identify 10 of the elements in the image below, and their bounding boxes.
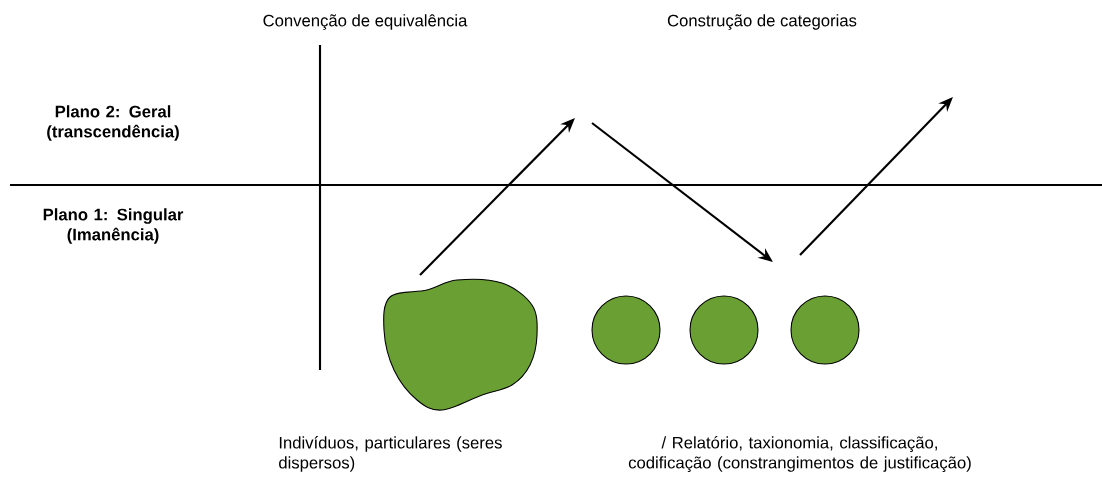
plane-label: Plano 1: Singular (Imanência) xyxy=(43,208,184,244)
plane-label: Plano 2: Geral (transcendência) xyxy=(47,105,179,141)
circle xyxy=(790,295,860,365)
caption: Indivíduos, particulares (seres dispersos) xyxy=(279,436,502,472)
heading: Construção de categorias xyxy=(667,14,857,30)
caption: / Relatório, taxionomia, classificação, codificação (constrangimentos de justificação) xyxy=(628,436,971,472)
circle xyxy=(591,295,661,365)
circle xyxy=(689,295,759,365)
blob-shape xyxy=(383,278,538,411)
heading: Convenção de equivalência xyxy=(263,14,468,30)
